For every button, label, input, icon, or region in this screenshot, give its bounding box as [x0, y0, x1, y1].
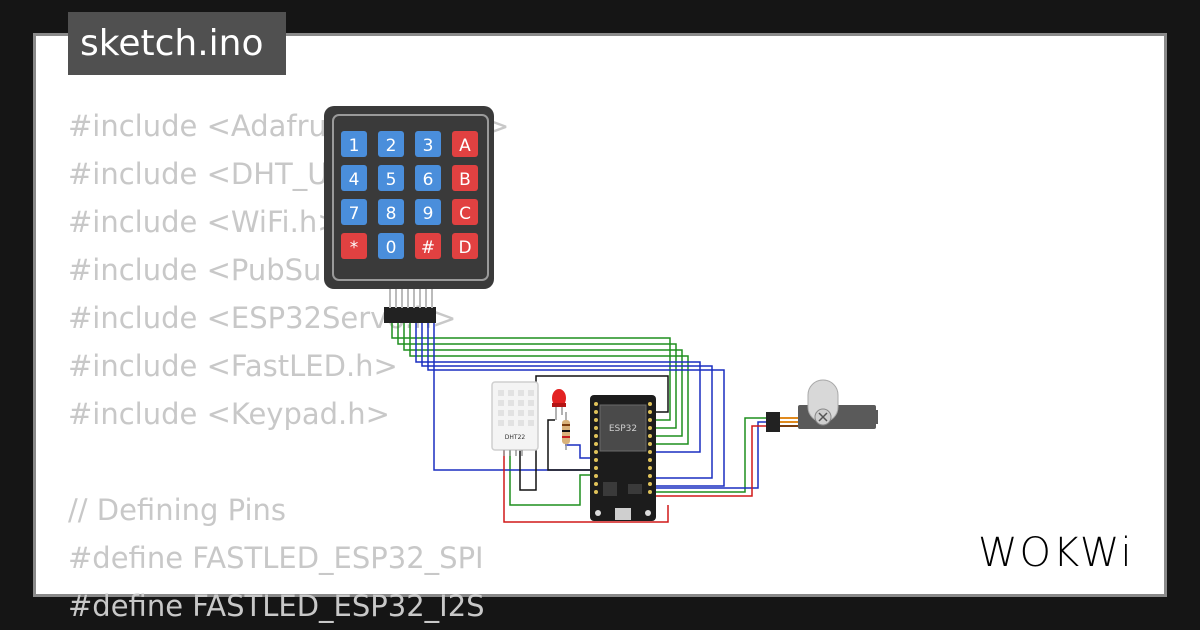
code-line: // Defining Pins: [68, 493, 287, 527]
keypad-key-label: A: [459, 136, 471, 156]
keypad-key[interactable]: 6: [415, 165, 441, 191]
keypad: 1 2 3 A 4 5 6 B 7 8 9 C * 0 # D: [324, 106, 494, 323]
keypad-key-label: 6: [423, 170, 434, 190]
blue-wires: [415, 322, 766, 489]
keypad-key-label: #: [421, 238, 435, 258]
editor-panel: #include <Adafruit_Sensor.h>#include <DH…: [36, 36, 1164, 623]
keypad-key-label: 5: [386, 170, 397, 190]
keypad-key[interactable]: 8: [378, 199, 404, 225]
wokwi-logo: WOKWi: [978, 528, 1148, 578]
red-led: [552, 389, 566, 420]
keypad-key-label: C: [459, 204, 471, 224]
green-wires: [391, 322, 766, 506]
esp32-label: ESP32: [609, 424, 637, 434]
keypad-key-label: 2: [386, 136, 397, 156]
keypad-key[interactable]: 4: [341, 165, 367, 191]
esp32-board: ESP32: [590, 395, 656, 521]
keypad-key[interactable]: #: [415, 233, 441, 259]
file-tab[interactable]: sketch.ino: [68, 12, 286, 75]
keypad-key-label: 8: [386, 204, 397, 224]
servo-motor: [766, 379, 878, 432]
keypad-key-label: 9: [423, 204, 434, 224]
keypad-key-label: 0: [386, 238, 397, 258]
code-line: #define FASTLED_ESP32_SPI: [68, 541, 484, 575]
dht22-label: DHT22: [505, 434, 526, 441]
keypad-key-label: 4: [349, 170, 360, 190]
keypad-key[interactable]: 3: [415, 131, 441, 157]
wokwi-logo-text: WOKWi: [978, 530, 1134, 576]
keypad-key-label: *: [350, 238, 359, 258]
keypad-key[interactable]: *: [341, 233, 367, 259]
keypad-key[interactable]: 7: [341, 199, 367, 225]
keypad-key-label: D: [458, 238, 471, 258]
keypad-key[interactable]: B: [452, 165, 478, 191]
resistor: [562, 412, 570, 450]
dht22-sensor: DHT22: [491, 381, 539, 456]
keypad-keys: 1 2 3 A 4 5 6 B 7 8 9 C * 0 # D: [341, 131, 478, 259]
keypad-key[interactable]: 5: [378, 165, 404, 191]
code-line: #include <Keypad.h>: [68, 397, 390, 431]
keypad-key-label: B: [459, 170, 471, 190]
file-tab-label: sketch.ino: [80, 23, 264, 64]
keypad-key[interactable]: 0: [378, 233, 404, 259]
keypad-key[interactable]: 9: [415, 199, 441, 225]
keypad-key[interactable]: C: [452, 199, 478, 225]
keypad-key-label: 7: [349, 204, 360, 224]
keypad-connector: [384, 289, 436, 323]
keypad-key[interactable]: 1: [341, 131, 367, 157]
code-line: #define FASTLED_ESP32_I2S: [68, 589, 485, 623]
black-wires: [519, 375, 669, 491]
code-line: #include <WiFi.h>: [68, 205, 342, 239]
wires: [391, 322, 766, 523]
keypad-key-label: 1: [349, 136, 360, 156]
red-wires: [503, 425, 766, 523]
code-line: #include <FastLED.h>: [68, 349, 398, 383]
keypad-key-label: 3: [423, 136, 434, 156]
keypad-key[interactable]: D: [452, 233, 478, 259]
keypad-key[interactable]: A: [452, 131, 478, 157]
keypad-key[interactable]: 2: [378, 131, 404, 157]
